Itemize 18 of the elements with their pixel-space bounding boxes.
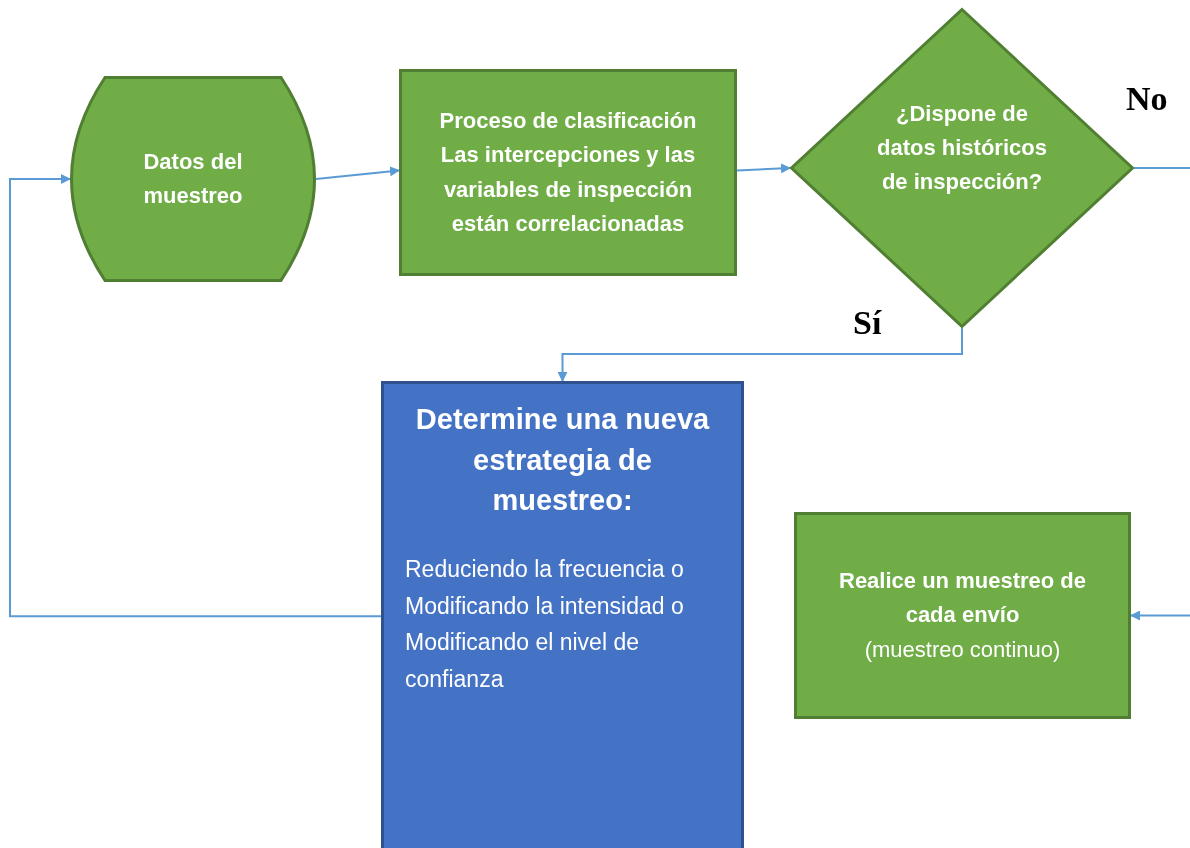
process-box: [794, 512, 1131, 719]
arrow: [9, 174, 382, 618]
arrow: [1130, 610, 1190, 621]
arrow: [736, 163, 791, 174]
question-text: ¿Dispone de datos históricos de inspección?: [876, 99, 1048, 197]
arrow: [557, 327, 963, 382]
process-box: [381, 381, 744, 848]
box-heading: Proceso de clasificación: [439, 107, 697, 136]
box-text: Las intercepciones y las variables de inspección están correlacionadas: [439, 141, 697, 238]
node-title: Datos del muestreo: [142, 147, 244, 210]
box-text: (muestreo continuo): [864, 635, 1061, 664]
process-box: [399, 69, 737, 276]
box-heading: Determine una nueva estrategia de muestreo:: [414, 402, 711, 519]
box-text: Reduciendo la frecuencia o Modificando la intensidad o Modificando el nivel de confianza: [405, 554, 685, 695]
connector-line: [1133, 167, 1190, 169]
box-heading: Realice un muestreo de cada envío: [838, 567, 1087, 630]
arrow: [315, 166, 400, 180]
terminal-shape: [70, 76, 316, 282]
